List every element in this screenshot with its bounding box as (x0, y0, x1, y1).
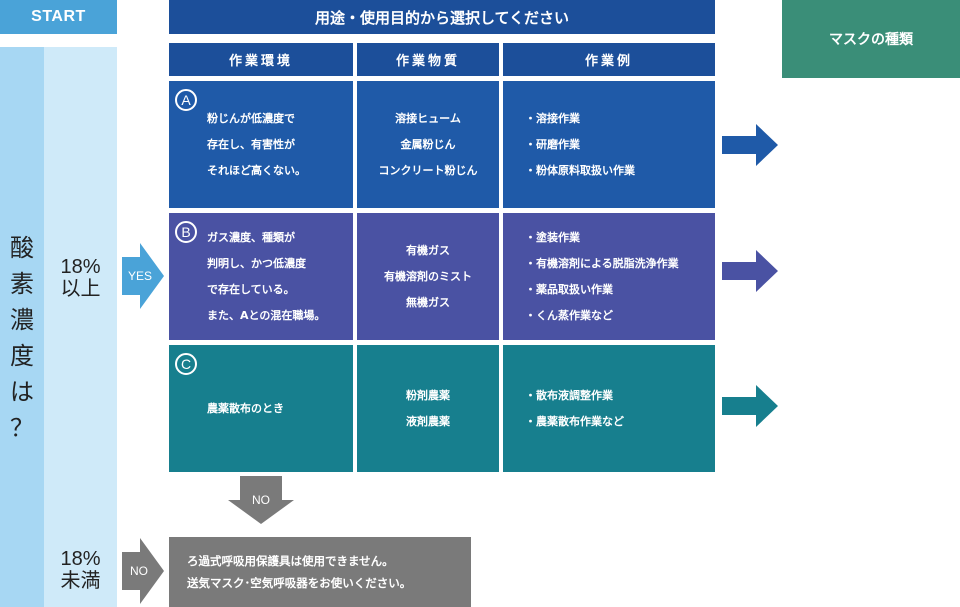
env-line: 粉じんが低濃度で (207, 111, 295, 125)
example-item: ・溶接作業 (525, 111, 580, 125)
oxygen-question-char: ？ (10, 414, 34, 442)
oxygen-question: 酸 素 濃 度 は ？ (0, 230, 44, 446)
row-b-badge: B (175, 221, 197, 243)
no-message-line: 送気マスク･空気呼吸器をお使いください。 (187, 576, 412, 590)
row-b-substances: 有機ガス 有機溶剤のミスト 無機ガス (357, 213, 499, 340)
row-a-badge: A (175, 89, 197, 111)
column-header-examples: 作業例 (503, 43, 715, 76)
oxygen-column (0, 47, 44, 607)
example-item: ・くん蒸作業など (525, 308, 613, 322)
example-item: ・薬品取扱い作業 (525, 282, 613, 296)
row-b-arrow (722, 250, 778, 292)
threshold-low: 18% 未満 (44, 548, 117, 592)
substance-item: 無機ガス (406, 295, 450, 309)
row-c-substances: 粉剤農薬 液剤農薬 (357, 345, 499, 472)
substance-item: 有機溶剤のミスト (384, 269, 472, 283)
example-item: ・農薬散布作業など (525, 414, 624, 428)
row-a-examples: ・溶接作業 ・研磨作業 ・粉体原料取扱い作業 (503, 81, 715, 208)
oxygen-question-char: 酸 (10, 234, 34, 262)
substance-item: 有機ガス (406, 243, 450, 257)
threshold-low-value: 18% (60, 548, 101, 570)
row-a-environment: A 粉じんが低濃度で 存在し、有害性が それほど高くない。 (169, 81, 353, 208)
yes-arrow: YES (122, 243, 164, 309)
substance-item: 金属粉じん (400, 137, 456, 151)
substance-item: 溶接ヒューム (395, 111, 461, 125)
row-b-examples: ・塗装作業 ・有機溶剤による脱脂洗浄作業 ・薬品取扱い作業 ・くん蒸作業など (503, 213, 715, 340)
row-a-arrow (722, 124, 778, 166)
mask-type-header: マスクの種類 (782, 0, 960, 78)
column-header-substance: 作業物質 (357, 43, 499, 76)
no-label: NO (130, 564, 148, 578)
no-message-box: ろ過式呼吸用保護具は使用できません。 送気マスク･空気呼吸器をお使いください。 (169, 537, 471, 607)
example-item: ・散布液調整作業 (525, 388, 613, 402)
row-b-environment: B ガス濃度、種類が 判明し、かつ低濃度 で存在している。 また、Aとの混在職場… (169, 213, 353, 340)
no-label: NO (252, 493, 270, 507)
yes-label: YES (128, 269, 152, 283)
example-item: ・研磨作業 (525, 137, 580, 151)
oxygen-question-char: 度 (10, 342, 34, 370)
start-label: START (0, 0, 117, 34)
example-item: ・粉体原料取扱い作業 (525, 163, 635, 177)
no-arrow-down: NO (228, 476, 294, 524)
env-line: 判明し、かつ低濃度 (207, 256, 306, 270)
row-c-examples: ・散布液調整作業 ・農薬散布作業など (503, 345, 715, 472)
oxygen-question-char: 素 (10, 270, 34, 298)
env-line: ガス濃度、種類が (207, 230, 295, 244)
env-line: また、Aとの混在職場。 (207, 308, 326, 322)
row-c-arrow (722, 385, 778, 427)
row-c-environment: C 農薬散布のとき (169, 345, 353, 472)
main-header: 用途・使用目的から選択してください (169, 0, 715, 34)
env-line: 農薬散布のとき (207, 401, 284, 415)
column-header-environment: 作業環境 (169, 43, 353, 76)
env-line: それほど高くない。 (207, 163, 306, 177)
row-a-substances: 溶接ヒューム 金属粉じん コンクリート粉じん (357, 81, 499, 208)
row-c-badge: C (175, 353, 197, 375)
threshold-high-value: 18% (60, 256, 101, 278)
no-arrow-left: NO (122, 538, 164, 604)
threshold-high-text: 以上 (60, 278, 101, 300)
env-line: 存在し、有害性が (207, 137, 295, 151)
env-line: で存在している。 (207, 282, 295, 296)
substance-item: コンクリート粉じん (378, 163, 478, 177)
substance-item: 粉剤農薬 (406, 388, 450, 402)
substance-item: 液剤農薬 (406, 414, 450, 428)
example-item: ・塗装作業 (525, 230, 580, 244)
threshold-high: 18% 以上 (44, 256, 117, 300)
no-message-line: ろ過式呼吸用保護具は使用できません。 (187, 554, 394, 568)
threshold-column (44, 47, 117, 607)
oxygen-question-char: は (10, 378, 34, 406)
example-item: ・有機溶剤による脱脂洗浄作業 (525, 256, 679, 270)
oxygen-question-char: 濃 (10, 306, 34, 334)
threshold-low-text: 未満 (60, 570, 101, 592)
